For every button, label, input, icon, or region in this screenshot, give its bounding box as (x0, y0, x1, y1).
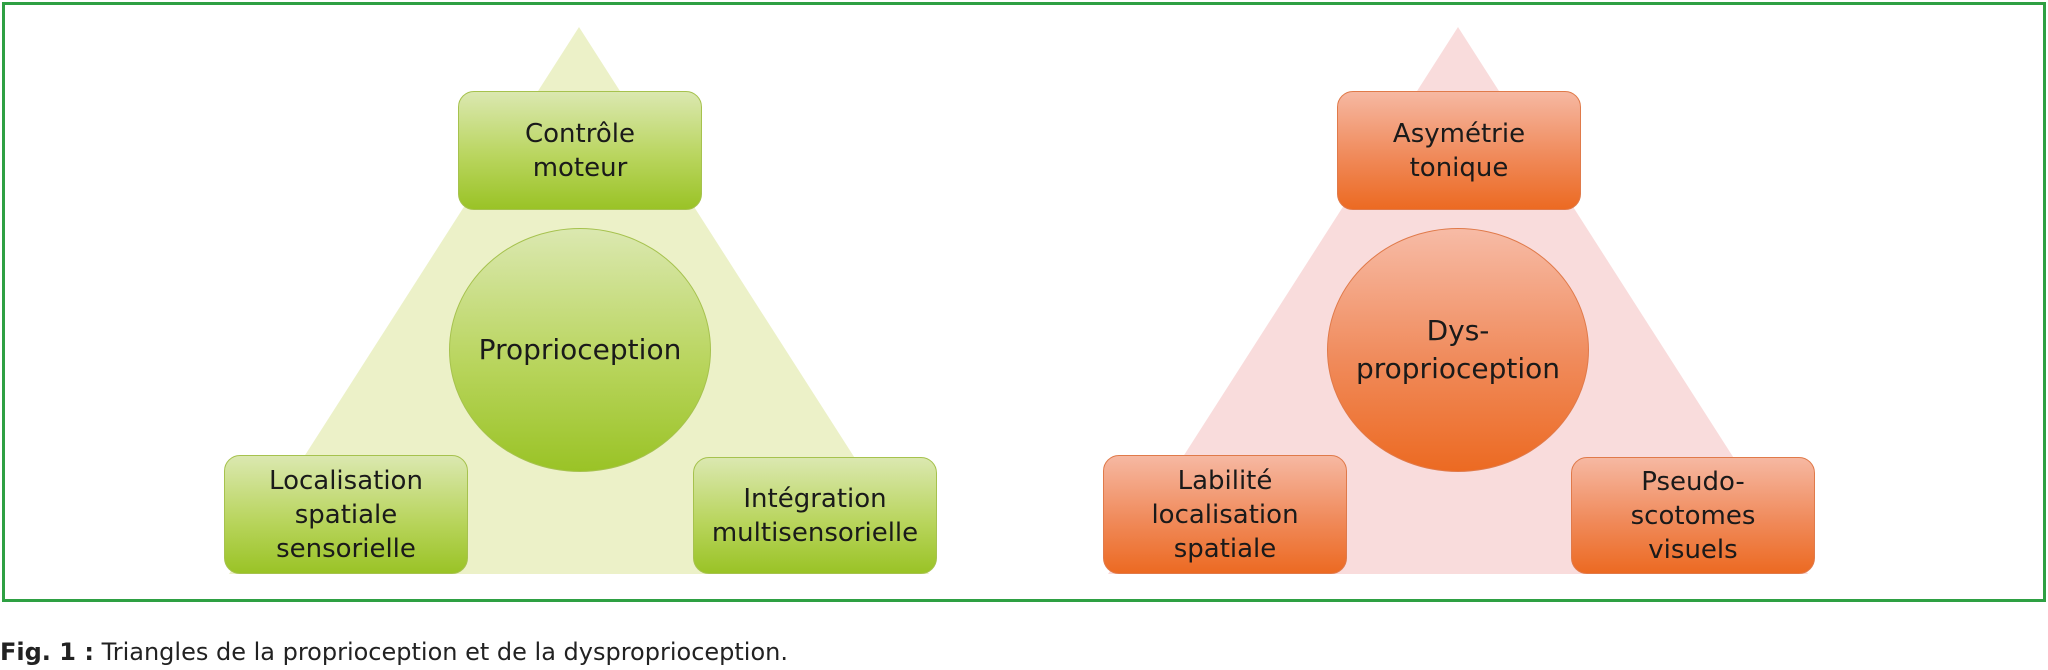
node-pseudo-scotomes: Pseudo-scotomes visuels (1571, 457, 1815, 574)
node-dysproprioception: Dys- proprioception (1327, 228, 1589, 472)
node-label: Contrôle moteur (525, 118, 635, 183)
node-label: Asymétrie tonique (1392, 118, 1526, 183)
node-label: Localisation spatiale sensorielle (269, 465, 423, 564)
node-labilite-localisation: Labilité localisation spatiale (1103, 455, 1347, 574)
node-label: Dys- proprioception (1355, 314, 1561, 385)
caption-label: Fig. 1 : (0, 638, 94, 666)
figure-caption: Fig. 1 : Triangles de la proprioception … (0, 638, 788, 666)
node-label: Labilité localisation spatiale (1151, 465, 1299, 564)
figure-frame (2, 2, 2046, 602)
node-integration-multisensorielle: Intégration multisensorielle (693, 457, 937, 574)
node-label: Intégration multisensorielle (711, 483, 919, 548)
node-controle-moteur: Contrôle moteur (458, 91, 702, 210)
node-proprioception: Proprioception (449, 228, 711, 472)
node-localisation-spatiale: Localisation spatiale sensorielle (224, 455, 468, 574)
node-asymetrie-tonique: Asymétrie tonique (1337, 91, 1581, 210)
caption-text: Triangles de la proprioception et de la … (101, 638, 788, 666)
node-label: Pseudo-scotomes visuels (1630, 466, 1756, 565)
node-label: Proprioception (478, 333, 682, 366)
